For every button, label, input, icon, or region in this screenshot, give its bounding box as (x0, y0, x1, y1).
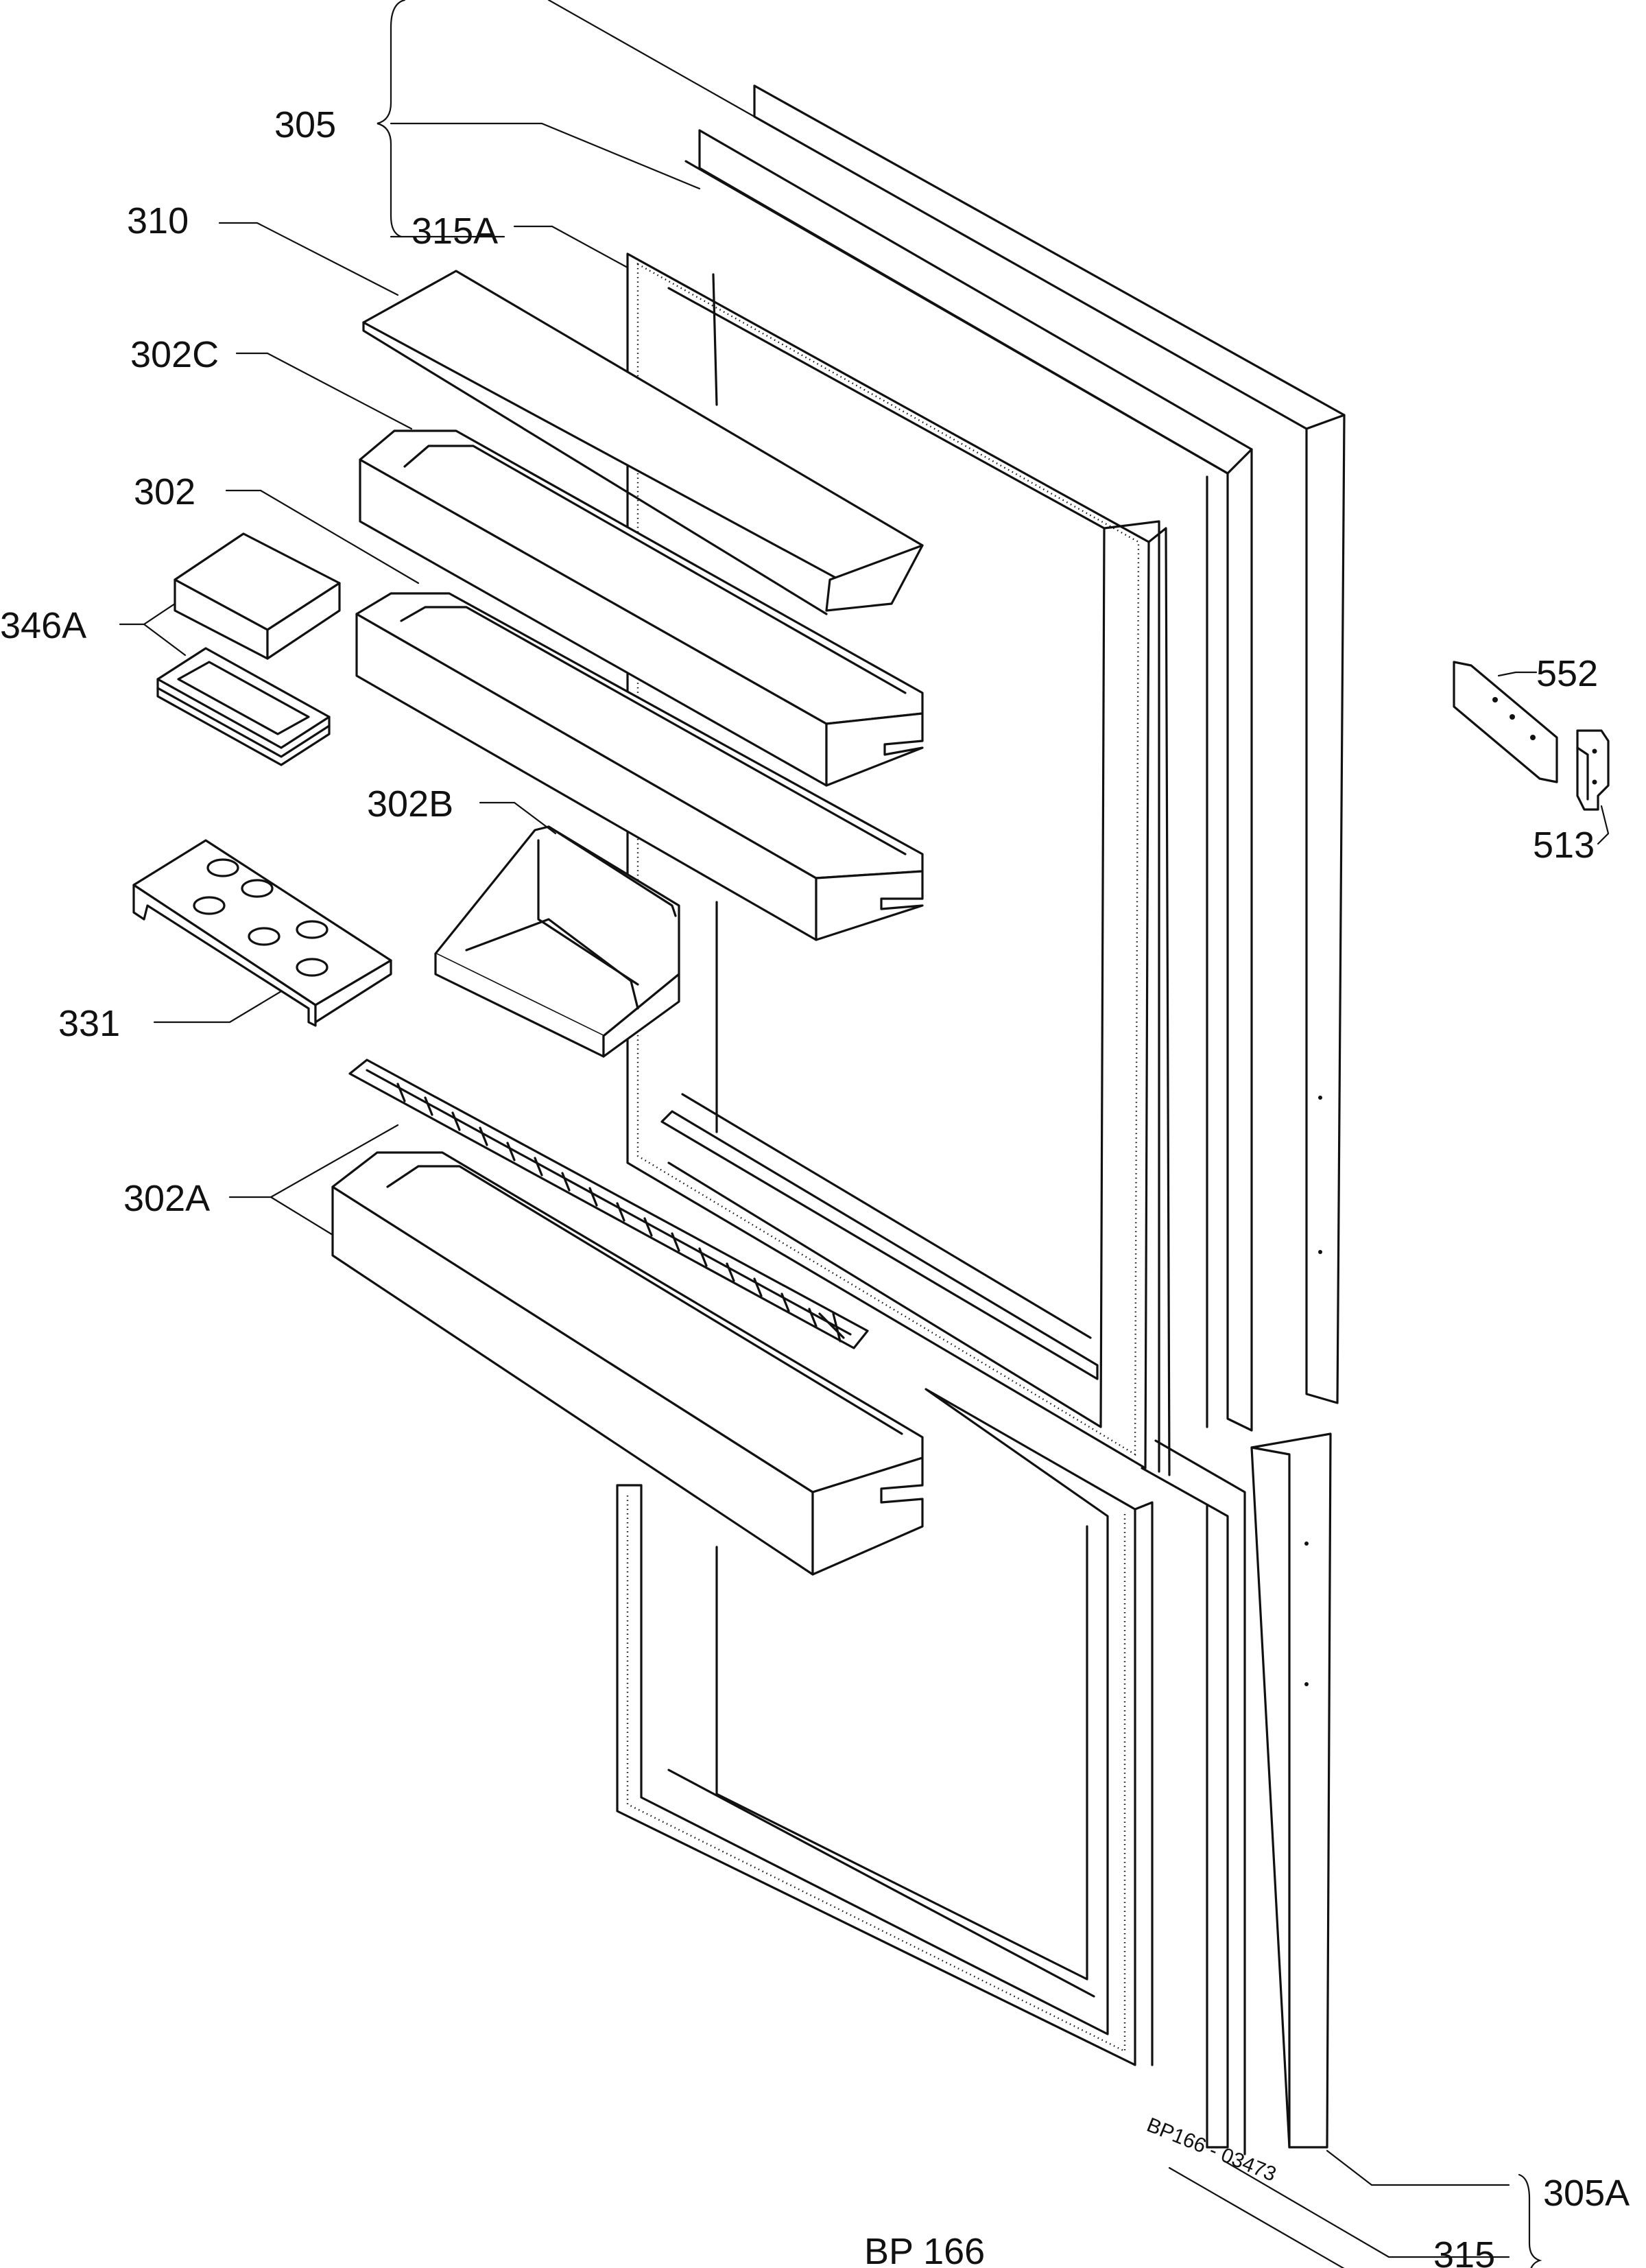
part-302A-bottle-balcony (331, 1151, 924, 1576)
part-302C-door-balcony (359, 429, 924, 787)
drawing-number: BP 166 (864, 2231, 985, 2268)
part-552-hinge-plate (1453, 661, 1558, 783)
part-310-cover-shelf (362, 270, 924, 615)
part-346A-egg-tray-lid (174, 532, 341, 660)
lower-door-liner-frame (1141, 1439, 1246, 2155)
bottle-holder-rail (348, 1059, 869, 1349)
upper-door-liner-frame (684, 129, 1253, 1432)
label-346A: 346A (0, 605, 86, 646)
label-305A: 305A (1543, 2173, 1630, 2214)
part-513-hinge-bracket (1576, 729, 1610, 811)
label-302: 302 (134, 471, 195, 512)
label-310: 310 (127, 200, 189, 241)
label-302B: 302B (367, 783, 453, 825)
reference-note: BP166 - 03473 (1143, 2114, 1279, 2186)
label-552: 552 (1536, 653, 1598, 694)
label-302C: 302C (130, 334, 219, 375)
part-302B-small-balcony (434, 825, 680, 1058)
label-331: 331 (58, 1003, 120, 1044)
label-315: 315 (1433, 2234, 1495, 2268)
label-302A: 302A (123, 1178, 210, 1219)
part-331-egg-rack (132, 839, 392, 1027)
lower-door-gasket (616, 1388, 1154, 2066)
part-302-door-balcony (355, 592, 924, 941)
label-513: 513 (1533, 825, 1595, 866)
label-315A: 315A (412, 211, 498, 252)
lower-door-outer-panel (1250, 1432, 1332, 2149)
leader-lines (119, 0, 1610, 2268)
part-346A-egg-tray-base (156, 647, 331, 766)
label-305: 305 (274, 104, 336, 145)
